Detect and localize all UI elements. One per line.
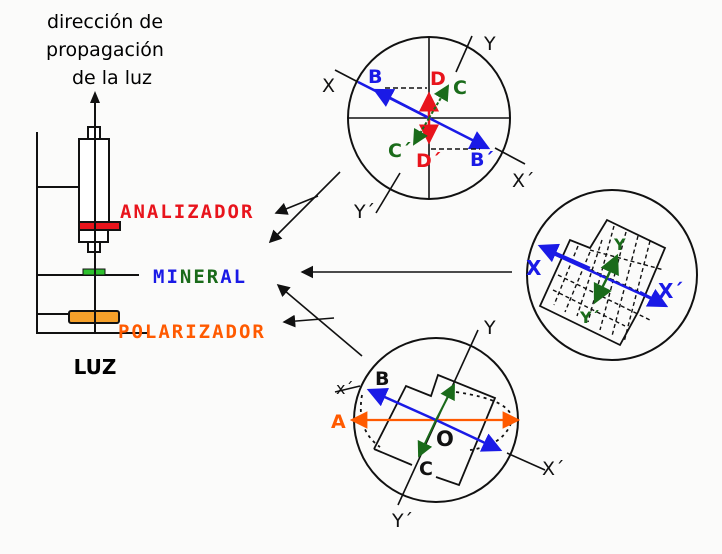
bottom-xp-label: X´ [542,458,565,480]
bottom-circle: Y B x´ A O C X´ Y´ [331,317,565,532]
title-line-1: dirección de [47,11,163,33]
bottom-yp-label: Y´ [391,510,413,532]
microscope [36,91,148,334]
mineral-label: MINERAL [153,266,247,288]
bottom-xp-top-label: x´ [336,379,353,398]
title-line-3: de la luz [72,67,152,89]
bottom-a-label: A [331,411,346,433]
top-cp-label: C´ [388,140,411,162]
top-d-label: D [430,68,446,90]
right-y-label: Y [613,235,626,254]
mineral-label-part3: AL [220,266,247,288]
bottom-o-label: O [436,427,454,451]
bottom-y-label: Y [483,317,496,339]
right-circle: X X´ Y Y´ [526,189,698,361]
top-b-label: B [368,66,382,88]
connector-arrows [268,171,512,357]
bottom-c-label: C [419,458,433,480]
top-dp-label: D´ [416,150,441,172]
polarizador-label: POLARIZADOR [118,321,266,343]
bottom-b-label: B [375,368,389,390]
right-yp-label: Y´ [579,308,600,327]
analizador-label: ANALIZADOR [120,201,254,223]
top-yp-label: Y´ [353,201,375,223]
mineral-label-part2: NER [180,266,220,288]
analyzer-plate [78,221,121,231]
top-y-label: Y [483,33,496,55]
luz-label: LUZ [74,355,117,379]
right-xp-label: X´ [658,279,683,303]
top-xp-label: X´ [512,170,535,192]
title-line-2: propagación [46,39,164,61]
arrow-up-icon [90,91,100,103]
top-circle: X B D C Y C´ D´ B´ X´ Y´ [322,33,535,223]
top-bp-label: B´ [470,149,494,171]
mineral-label-part1: MI [153,266,180,288]
top-c-label: C [453,77,467,99]
right-x-label: X [526,256,542,280]
top-x-label: X [322,75,335,97]
